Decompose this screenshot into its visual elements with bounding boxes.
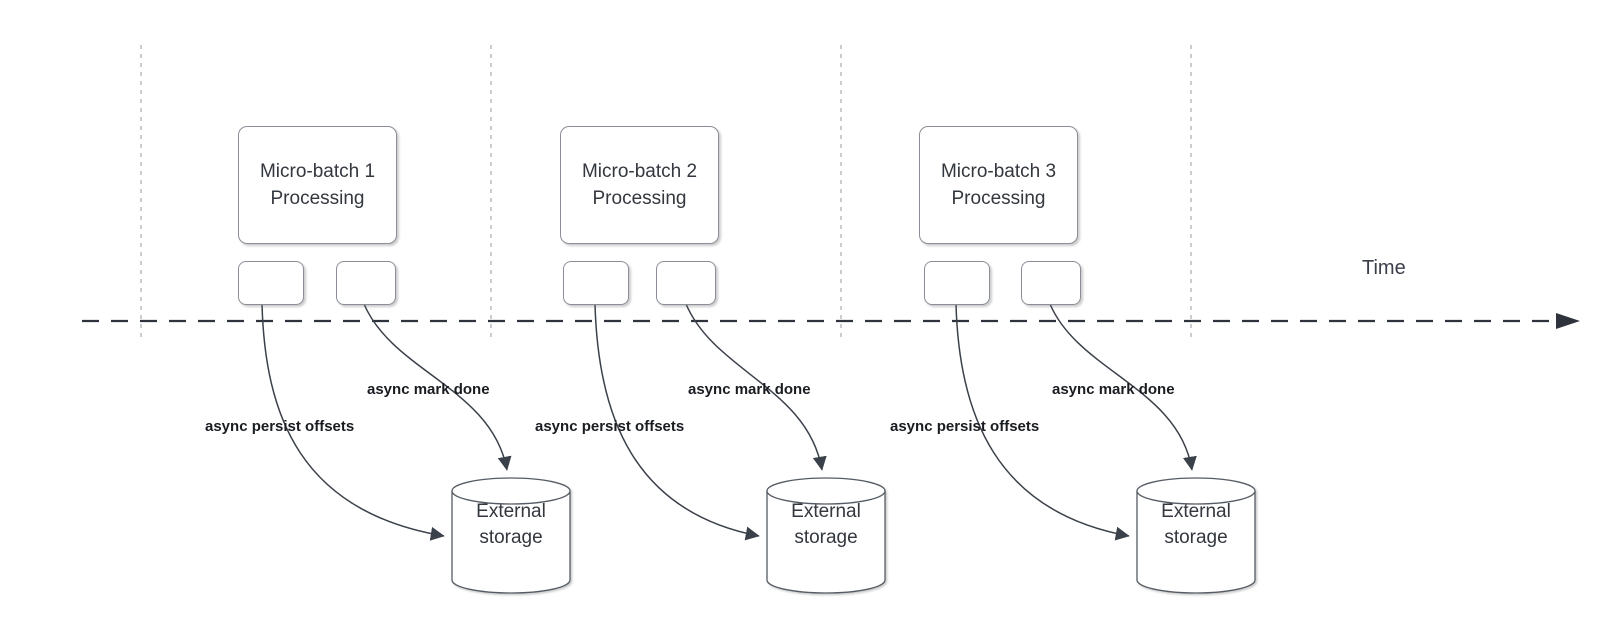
micro-batch-subtitle: Processing — [592, 188, 687, 209]
mark-done-arrow-2 — [685, 303, 827, 471]
timeline-guides — [140, 45, 1192, 337]
done-task-box-3 — [1021, 261, 1081, 305]
micro-batch-subtitle: Processing — [951, 188, 1046, 209]
cylinder-body — [451, 491, 571, 594]
mark-done-arrow-1 — [363, 303, 512, 471]
storage-label-line1: External — [791, 501, 861, 522]
persist-offsets-label-2: async persist offsets — [535, 418, 685, 435]
persist-offsets-label-1: async persist offsets — [205, 418, 355, 435]
persist-offsets-label-3: async persist offsets — [890, 418, 1040, 435]
micro-batch-box-1: Micro-batch 1 Processing — [238, 126, 397, 244]
storage-label-2: External storage — [767, 499, 885, 551]
micro-batch-title: Micro-batch 3 — [940, 161, 1057, 182]
mark-done-label-1: async mark done — [367, 381, 490, 398]
micro-batch-subtitle: Processing — [270, 188, 365, 209]
time-axis-label: Time — [1362, 257, 1406, 279]
storage-label-line1: External — [476, 501, 546, 522]
storage-label-line1: External — [1161, 501, 1231, 522]
cylinder-top — [451, 477, 571, 505]
storage-cylinder-1 — [451, 477, 571, 594]
done-task-box-1 — [336, 261, 396, 305]
offset-task-box-1 — [238, 261, 304, 305]
storage-cylinder-3 — [1136, 477, 1256, 594]
cylinder-top — [766, 477, 886, 505]
persist-offsets-arrow-3 — [955, 303, 1130, 541]
mark-done-label-3: async mark done — [1052, 381, 1175, 398]
cylinder-top — [1136, 477, 1256, 505]
storage-label-3: External storage — [1137, 499, 1255, 551]
done-task-box-2 — [656, 261, 716, 305]
offset-task-box-3 — [924, 261, 990, 305]
storage-label-line2: storage — [1164, 527, 1228, 548]
offset-task-box-2 — [563, 261, 629, 305]
micro-batch-box-3: Micro-batch 3 Processing — [919, 126, 1078, 244]
time-axis — [82, 313, 1580, 329]
mark-done-arrow-3 — [1049, 303, 1197, 471]
cylinder-body — [1136, 491, 1256, 594]
time-axis-arrowhead-icon — [1556, 313, 1580, 329]
micro-batch-title: Micro-batch 2 — [581, 161, 698, 182]
storage-cylinder-2 — [766, 477, 886, 594]
storage-label-line2: storage — [794, 527, 858, 548]
persist-offsets-arrow-1 — [261, 303, 445, 541]
persist-offsets-arrow-2 — [594, 303, 760, 541]
micro-batch-title: Micro-batch 1 — [259, 161, 376, 182]
cylinder-body — [766, 491, 886, 594]
storage-label-1: External storage — [452, 499, 570, 551]
storage-label-line2: storage — [479, 527, 543, 548]
mark-done-label-2: async mark done — [688, 381, 811, 398]
micro-batch-box-2: Micro-batch 2 Processing — [560, 126, 719, 244]
